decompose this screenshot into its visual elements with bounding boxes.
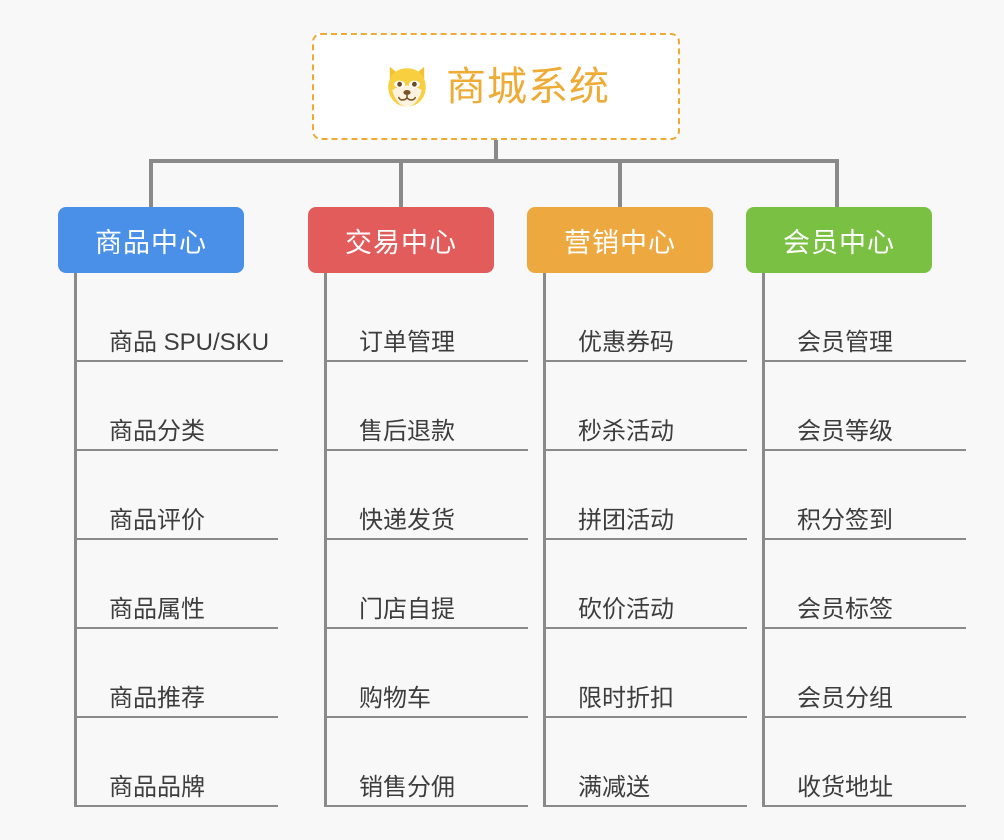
root-title: 商城系统 [446,64,610,109]
branch-item-label: 会员标签 [797,595,893,623]
branch-header-trade[interactable]: 交易中心 [308,207,494,273]
branch-item[interactable]: 会员分组 [765,629,966,718]
branch-item-label: 会员管理 [797,328,893,356]
branch-item[interactable]: 商品属性 [77,540,278,629]
branch-item-label: 门店自提 [359,595,455,623]
branch-header-member[interactable]: 会员中心 [746,207,932,273]
branch-item-label: 商品属性 [109,595,205,623]
branch-item[interactable]: 购物车 [327,629,528,718]
branch-item-label: 会员分组 [797,684,893,712]
shiba-dog-icon [388,66,426,107]
branch-item-label: 购物车 [359,684,431,712]
branch-item-label: 订单管理 [359,328,455,356]
branch-item-label: 会员等级 [797,417,893,445]
branch-item-list-product: 商品 SPU/SKU 商品分类 商品评价 商品属性 商品推荐 商品品牌 [74,273,284,807]
branch-item-label: 商品 SPU/SKU [109,328,270,356]
branch-item[interactable]: 满减送 [546,718,747,807]
branch-item-label: 砍价活动 [578,595,674,623]
branch-header-label: 交易中心 [345,227,457,258]
branch-item-label: 售后退款 [359,417,455,445]
branch-item[interactable]: 秒杀活动 [546,362,747,451]
branch-item[interactable]: 拼团活动 [546,451,747,540]
branch-column-member: 会员中心 会员管理 会员等级 积分签到 会员标签 会员分组 收货地址 [746,207,966,807]
branch-item-label: 商品品牌 [109,773,205,801]
branch-header-label: 会员中心 [783,227,895,258]
branch-item[interactable]: 会员等级 [765,362,966,451]
branch-item-list-member: 会员管理 会员等级 积分签到 会员标签 会员分组 收货地址 [762,273,966,807]
branch-item[interactable]: 会员标签 [765,540,966,629]
branch-item[interactable]: 积分签到 [765,451,966,540]
branch-item[interactable]: 快递发货 [327,451,528,540]
branch-item[interactable]: 商品推荐 [77,629,278,718]
branch-item-label: 商品评价 [109,506,205,534]
branch-item-label: 秒杀活动 [578,417,674,445]
branch-item[interactable]: 门店自提 [327,540,528,629]
root-node[interactable]: 商城系统 [312,33,680,140]
branch-item-label: 积分签到 [797,506,893,534]
branch-item[interactable]: 商品评价 [77,451,278,540]
branch-item-label: 收货地址 [797,773,893,801]
branch-item[interactable]: 订单管理 [327,273,528,362]
branch-item-list-marketing: 优惠券码 秒杀活动 拼团活动 砍价活动 限时折扣 满减送 [543,273,747,807]
branch-item[interactable]: 商品分类 [77,362,278,451]
branch-header-label: 商品中心 [95,227,207,258]
branch-item[interactable]: 砍价活动 [546,540,747,629]
branch-item[interactable]: 售后退款 [327,362,528,451]
branch-item-label: 商品分类 [109,417,205,445]
branch-item-list-trade: 订单管理 售后退款 快递发货 门店自提 购物车 销售分佣 [324,273,528,807]
branch-header-marketing[interactable]: 营销中心 [527,207,713,273]
branch-item[interactable]: 商品品牌 [77,718,278,807]
branch-item-label: 销售分佣 [359,773,455,801]
branch-item-label: 满减送 [578,773,650,801]
branch-item[interactable]: 优惠券码 [546,273,747,362]
branch-item-label: 拼团活动 [578,506,674,534]
branch-column-product: 商品中心 商品 SPU/SKU 商品分类 商品评价 商品属性 商品推荐 商品品牌 [58,207,284,807]
branch-item-label: 快递发货 [359,506,455,534]
branch-column-trade: 交易中心 订单管理 售后退款 快递发货 门店自提 购物车 销售分佣 [308,207,528,807]
branch-item[interactable]: 会员管理 [765,273,966,362]
branch-header-label: 营销中心 [564,227,676,258]
branch-column-marketing: 营销中心 优惠券码 秒杀活动 拼团活动 砍价活动 限时折扣 满减送 [527,207,747,807]
branch-item-label: 限时折扣 [578,684,674,712]
branch-header-product[interactable]: 商品中心 [58,207,244,273]
branch-item[interactable]: 限时折扣 [546,629,747,718]
branch-item[interactable]: 商品 SPU/SKU [77,273,284,362]
branch-item-label: 商品推荐 [109,684,205,712]
branch-item-label: 优惠券码 [578,328,674,356]
branch-item[interactable]: 收货地址 [765,718,966,807]
branch-item[interactable]: 销售分佣 [327,718,528,807]
